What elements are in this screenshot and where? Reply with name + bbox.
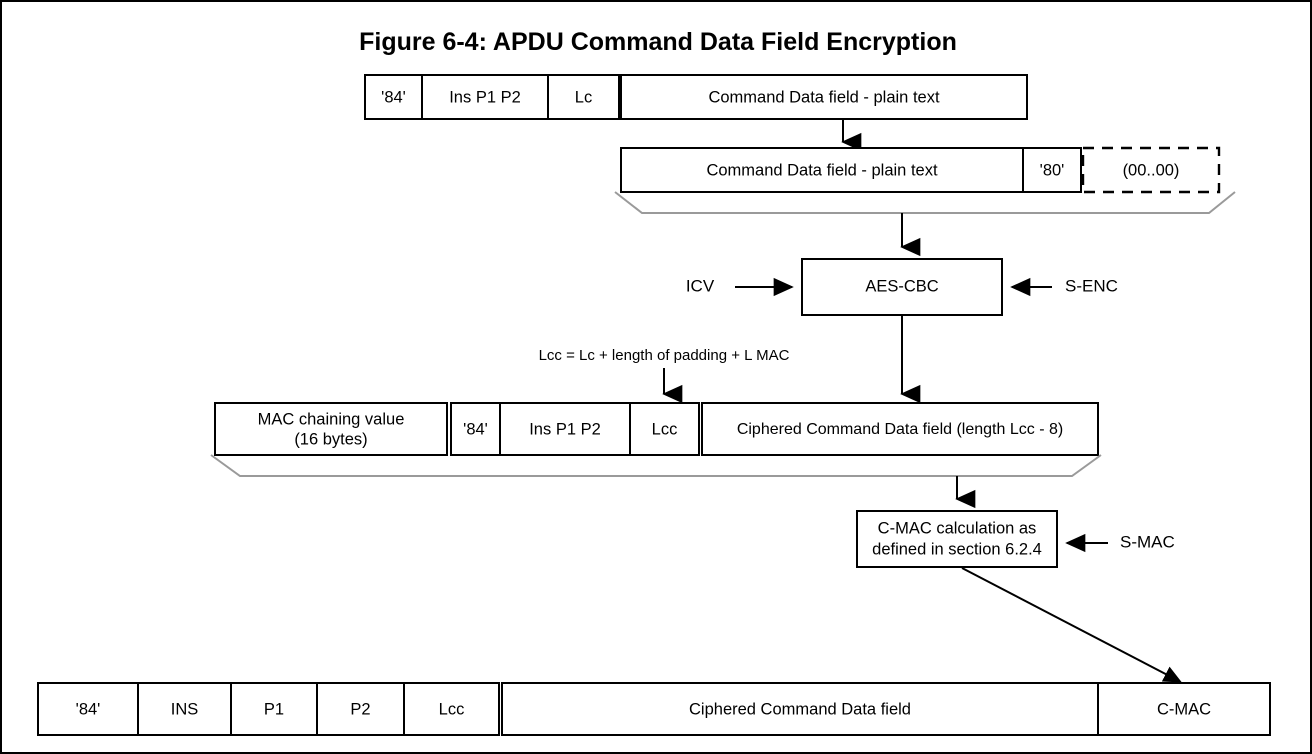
cell-mac-cla-84-label: '84' <box>463 420 488 438</box>
cell-cla-84 <box>364 74 423 120</box>
cmac-calculation-label-line1: C-MAC calculation as <box>878 519 1037 537</box>
final-apdu-row: '84' INS P1 P2 Lcc Ciphered Command Data… <box>37 682 1271 736</box>
cell-padding-zeros <box>1081 146 1221 194</box>
cmac-calculation-box <box>856 510 1058 568</box>
funnel-padded-data <box>614 191 1236 214</box>
cell-padding-zeros-label: (00..00) <box>1123 161 1180 179</box>
final-cell-p2-label: P2 <box>350 700 370 718</box>
final-cell-ciphered-command-data-label: Ciphered Command Data field <box>689 700 911 718</box>
final-cell-cla-84 <box>37 682 139 736</box>
icv-label: ICV <box>686 276 715 295</box>
funnel-mac-input <box>210 454 1102 477</box>
cell-ciphered-command-data-label: Ciphered Command Data field (length Lcc … <box>737 421 1063 438</box>
plain-apdu-row: '84' Ins P1 P2 Lc Command Data field - p… <box>364 74 1028 120</box>
page-title: Figure 6-4: APDU Command Data Field Encr… <box>359 28 957 56</box>
cell-mac-lcc <box>629 402 700 456</box>
cell-ins-p1-p2-label: Ins P1 P2 <box>449 88 521 106</box>
cell-mac-ins-p1-p2 <box>499 402 631 456</box>
s-enc-label: S-ENC <box>1065 276 1118 295</box>
cell-ciphered-command-data <box>701 402 1099 456</box>
lcc-formula-note: Lcc = Lc + length of padding + L MAC <box>539 347 790 364</box>
cell-padding-80-label: '80' <box>1040 161 1065 179</box>
s-mac-label: S-MAC <box>1120 532 1175 551</box>
final-cell-lcc <box>403 682 500 736</box>
padded-data-row: Command Data field - plain text '80' (00… <box>620 146 1221 194</box>
final-cell-lcc-label: Lcc <box>439 700 465 718</box>
final-cell-cla-84-label: '84' <box>76 700 101 718</box>
cell-lc-label: Lc <box>575 88 592 106</box>
cell-command-data-plain-label: Command Data field - plain text <box>708 88 940 106</box>
cell-mac-ins-p1-p2-label: Ins P1 P2 <box>529 420 601 438</box>
cell-mac-cla-84 <box>450 402 501 456</box>
cell-ins-p1-p2 <box>421 74 549 120</box>
cmac-calculation-label-line2: defined in section 6.2.4 <box>872 540 1042 558</box>
aes-cbc-label: AES-CBC <box>865 277 938 295</box>
aes-cbc-block: AES-CBC <box>801 258 1003 316</box>
arrow-cmac-to-final-row <box>961 567 1182 683</box>
final-cell-p1 <box>230 682 318 736</box>
cell-padded-command-data-label: Command Data field - plain text <box>706 161 938 179</box>
cmac-calculation-block: C-MAC calculation as defined in section … <box>856 510 1058 568</box>
final-cell-cmac-label: C-MAC <box>1157 700 1211 718</box>
final-cell-ins <box>137 682 232 736</box>
aes-cbc-box <box>801 258 1003 316</box>
mac-input-row: MAC chaining value (16 bytes) '84' Ins P… <box>214 402 1099 456</box>
final-cell-ins-label: INS <box>171 700 199 718</box>
cell-mac-chaining-value-label: MAC chaining value <box>258 410 405 428</box>
cell-mac-chaining-value <box>214 402 448 456</box>
final-cell-p1-label: P1 <box>264 700 284 718</box>
final-cell-p2 <box>316 682 405 736</box>
final-cell-cmac <box>1097 682 1271 736</box>
cell-mac-lcc-label: Lcc <box>652 420 678 438</box>
cell-cla-84-label: '84' <box>381 88 406 106</box>
cell-padding-80 <box>1022 147 1082 193</box>
cell-mac-chaining-value-sublabel: (16 bytes) <box>294 430 367 448</box>
cell-command-data-plain <box>620 74 1028 120</box>
cell-lc <box>547 74 620 120</box>
